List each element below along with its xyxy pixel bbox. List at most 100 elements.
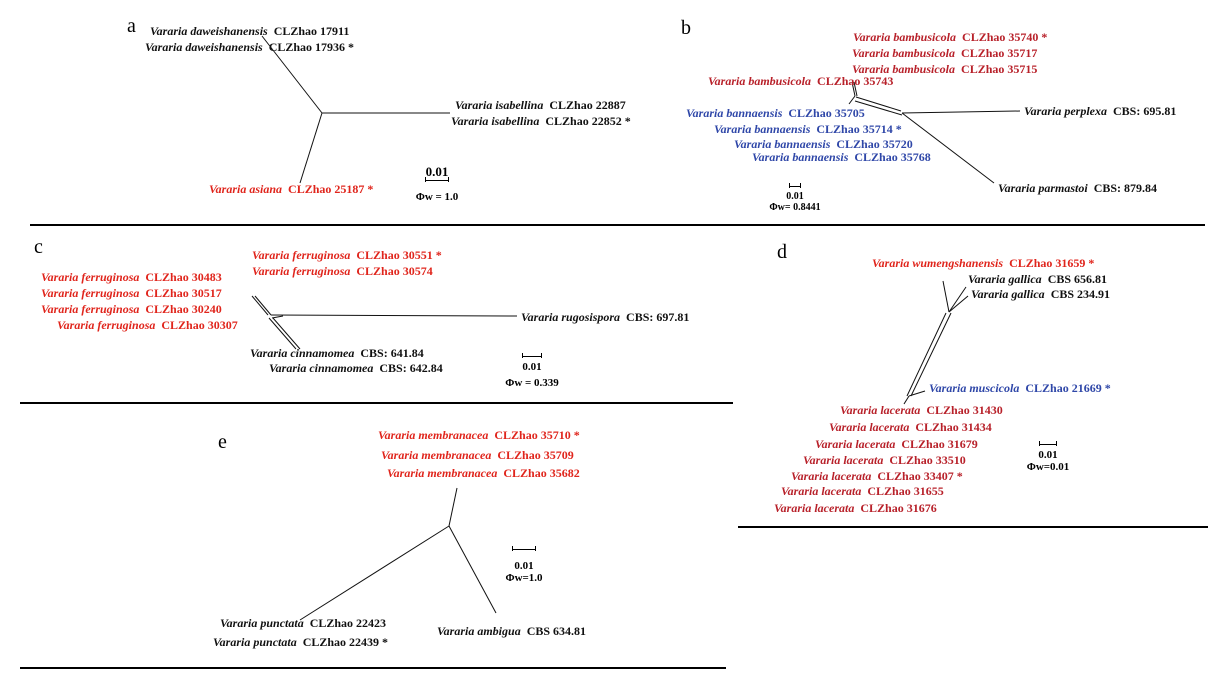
species-name: Vararia ambigua [437,624,521,638]
tree-b-branches [848,81,1021,184]
tree-label: Vararia wumengshanensis CLZhao 31659 * [872,256,1094,270]
phi-value: Φw = 1.0 [415,191,459,203]
scale-bar-e: 0.01 Φw=1.0 [494,545,554,584]
phi-value: Φw=0.01 [1026,461,1070,473]
scale-bar-line [789,183,801,191]
species-name: Vararia bambusicola [852,62,956,76]
scale-bar-d: 0.01 Φw=0.01 [1018,440,1078,473]
species-name: Vararia lacerata [803,453,884,467]
phi-value: Φw= 0.8441 [769,202,821,213]
species-name: Vararia wumengshanensis [872,256,1004,270]
tree-label: Vararia isabellina CLZhao 22887 [455,98,626,112]
species-name: Vararia bambusicola [853,30,957,44]
voucher-id: CLZhao 31659 * [1009,256,1095,270]
tree-label: Vararia bannaensis CLZhao 35720 [734,137,913,151]
voucher-id: CLZhao 17911 [273,24,350,38]
species-name: Vararia lacerata [840,403,921,417]
species-name: Vararia membranacea [378,428,489,442]
tree-label: Vararia cinnamomea CBS: 641.84 [250,346,424,360]
panel-letter-e: e [218,431,227,453]
species-name: Vararia daweishanensis [150,24,268,38]
voucher-id: CLZhao 22887 [549,98,626,112]
tree-label: Vararia lacerata CLZhao 33510 [803,453,966,467]
scale-value: 0.01 [522,361,542,373]
voucher-id: CLZhao 30551 * [356,248,442,262]
voucher-id: CLZhao 35720 [836,137,913,151]
scale-value: 0.01 [425,164,449,179]
divider-line [738,526,1208,528]
species-name: Vararia bambusicola [852,46,956,60]
voucher-id: CLZhao 35768 [854,150,931,164]
voucher-id: CLZhao 35705 [788,106,865,120]
voucher-id: CLZhao 35682 [503,466,580,480]
divider-line [30,224,1205,226]
tree-c-branches [251,295,518,350]
scale-bar-line [512,546,536,554]
panel-letter-d: d [777,241,787,263]
species-name: Vararia ferruginosa [41,270,140,284]
species-name: Vararia ferruginosa [252,264,351,278]
species-name: Vararia daweishanensis [145,40,263,54]
voucher-id: CLZhao 33510 [889,453,966,467]
species-name: Vararia parmastoi [998,181,1088,195]
panel-letter-c: c [34,236,43,258]
panel-letter-a: a [127,15,136,37]
species-name: Vararia rugosispora [521,310,621,324]
species-name: Vararia isabellina [455,98,544,112]
voucher-id: CLZhao 30517 [145,286,222,300]
tree-label: Vararia bannaensis CLZhao 35705 [686,106,865,120]
scale-value: 0.01 [514,560,534,572]
voucher-id: CLZhao 31655 [867,484,944,498]
tree-label: Vararia parmastoi CBS: 879.84 [998,181,1157,195]
species-name: Vararia lacerata [781,484,862,498]
scale-bar-a: 0.01 Φw = 1.0 [412,164,462,203]
voucher-id: CLZhao 31434 [915,420,992,434]
scale-bar-line [522,353,542,361]
species-name: Vararia gallica [971,287,1045,301]
scale-bar-line [1039,441,1057,449]
species-name: Vararia bannaensis [752,150,849,164]
divider-line [20,402,733,404]
species-name: Vararia bannaensis [686,106,783,120]
voucher-id: CLZhao 31676 [860,501,937,515]
voucher-id: CLZhao 35714 * [816,122,902,136]
tree-a-branches [261,35,450,184]
voucher-id: CLZhao 35710 * [494,428,580,442]
species-name: Vararia gallica [968,272,1042,286]
voucher-id: CLZhao 35715 [961,62,1038,76]
species-name: Vararia isabellina [451,114,540,128]
species-name: Vararia bannaensis [734,137,831,151]
voucher-id: CLZhao 35740 * [962,30,1048,44]
tree-label: Vararia lacerata CLZhao 31655 [781,484,944,498]
voucher-id: CLZhao 31430 [926,403,1003,417]
voucher-id: CLZhao 33407 * [877,469,963,483]
species-name: Vararia cinnamomea [250,346,355,360]
scale-value: 0.01 [786,191,804,202]
tree-label: Vararia lacerata CLZhao 31434 [829,420,992,434]
voucher-id: CLZhao 17936 * [268,40,355,54]
tree-label: Vararia lacerata CLZhao 31430 [840,403,1003,417]
voucher-id: CLZhao 22439 * [302,635,389,649]
tree-label: Vararia membranacea CLZhao 35710 * [378,428,580,442]
divider-line [20,667,726,669]
voucher-id: CLZhao 35709 [497,448,574,462]
voucher-id: CLZhao 35743 [817,74,894,88]
panel-letter-b: b [681,17,691,39]
voucher-id: CBS: 641.84 [360,346,424,360]
species-name: Vararia muscicola [929,381,1020,395]
species-name: Vararia lacerata [829,420,910,434]
voucher-id: CBS: 879.84 [1093,181,1158,195]
